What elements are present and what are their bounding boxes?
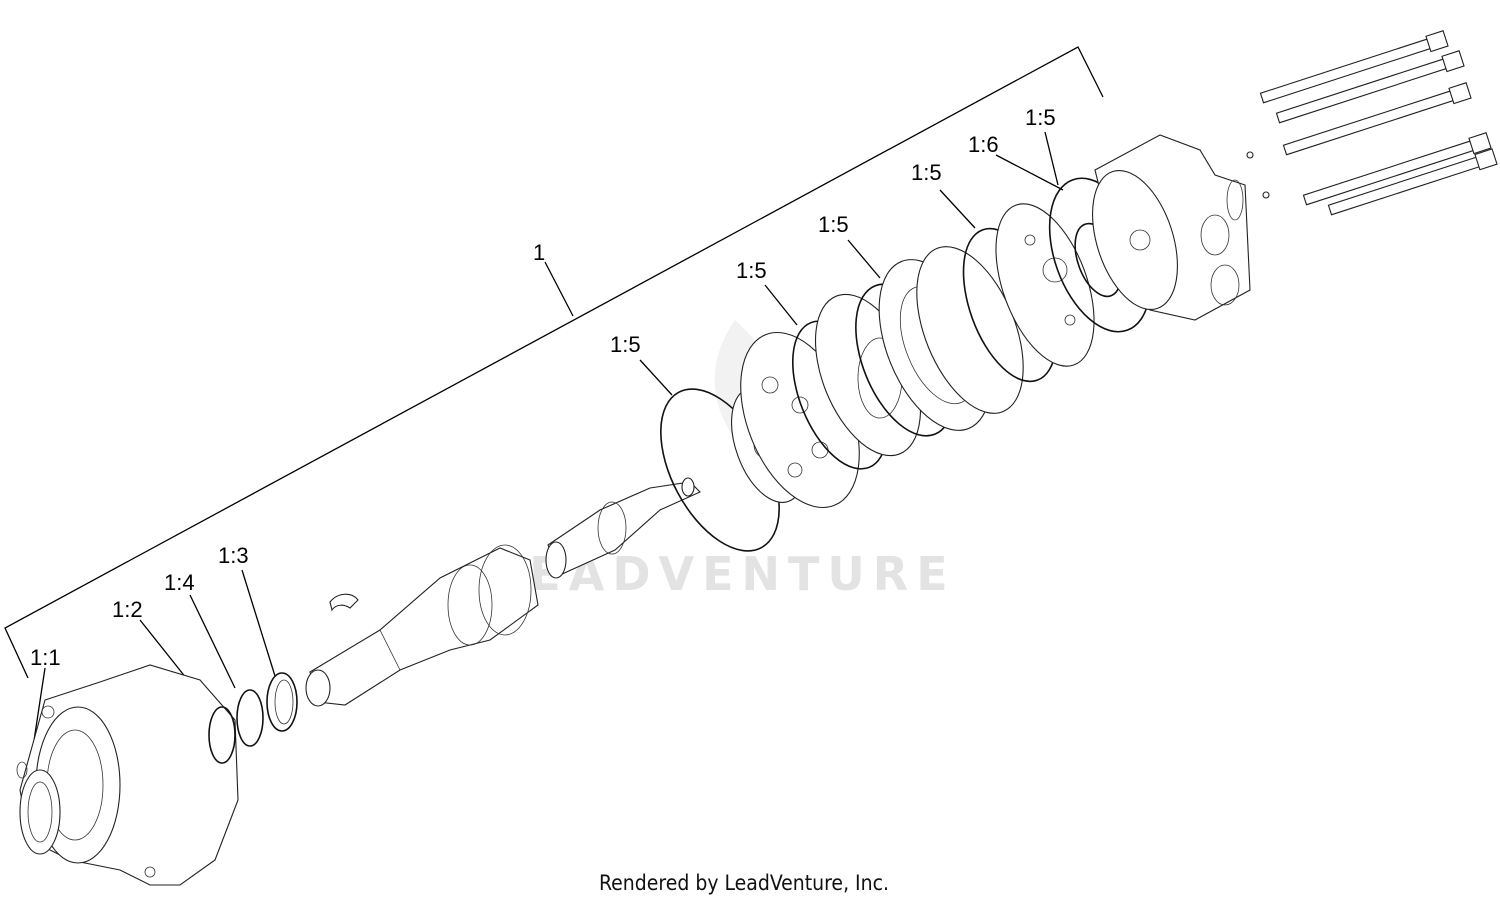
callout-1-5d: 1:5: [911, 160, 942, 185]
footer-credit: Rendered by LeadVenture, Inc.: [599, 871, 889, 895]
leader-1-4: [189, 594, 236, 689]
seal-ring-1-3: [266, 672, 298, 732]
valve-plate: [995, 203, 1095, 367]
washer: [1262, 191, 1270, 199]
callout-1-4: 1:4: [164, 570, 195, 595]
leader-1-5b: [764, 284, 798, 326]
callout-1-5b: 1:5: [736, 258, 767, 283]
shaft-key: [329, 593, 359, 612]
leader-1-3: [241, 569, 276, 677]
seal-ring-1-4: [236, 689, 264, 747]
callout-1-6: 1:6: [968, 132, 999, 157]
output-shaft: [305, 544, 539, 707]
end-cover: [1092, 134, 1251, 321]
callout-1-5a: 1:5: [610, 332, 641, 357]
leader-1-5a: [639, 359, 673, 396]
motor-housing: [16, 664, 239, 886]
callout-1-2: 1:2: [112, 597, 143, 622]
leader-1-6: [995, 154, 1064, 191]
leader-1-5d: [939, 189, 976, 229]
leader-1-5e: [1044, 131, 1059, 186]
gerotor-set: [878, 246, 1024, 431]
callout-1-3: 1:3: [218, 543, 249, 568]
callout-1: 1: [533, 240, 545, 265]
leader-1: [544, 261, 574, 317]
callout-1-1: 1:1: [30, 645, 61, 670]
leader-1-5c: [847, 239, 881, 279]
drive-link: [545, 477, 701, 579]
seal-ring-1-2: [208, 706, 236, 764]
callout-1-5c: 1:5: [818, 212, 849, 237]
bolt-set: [1259, 30, 1498, 216]
callout-1-5e: 1:5: [1025, 105, 1056, 130]
assembly-bracket: [4, 46, 1104, 679]
washer: [1246, 151, 1254, 159]
